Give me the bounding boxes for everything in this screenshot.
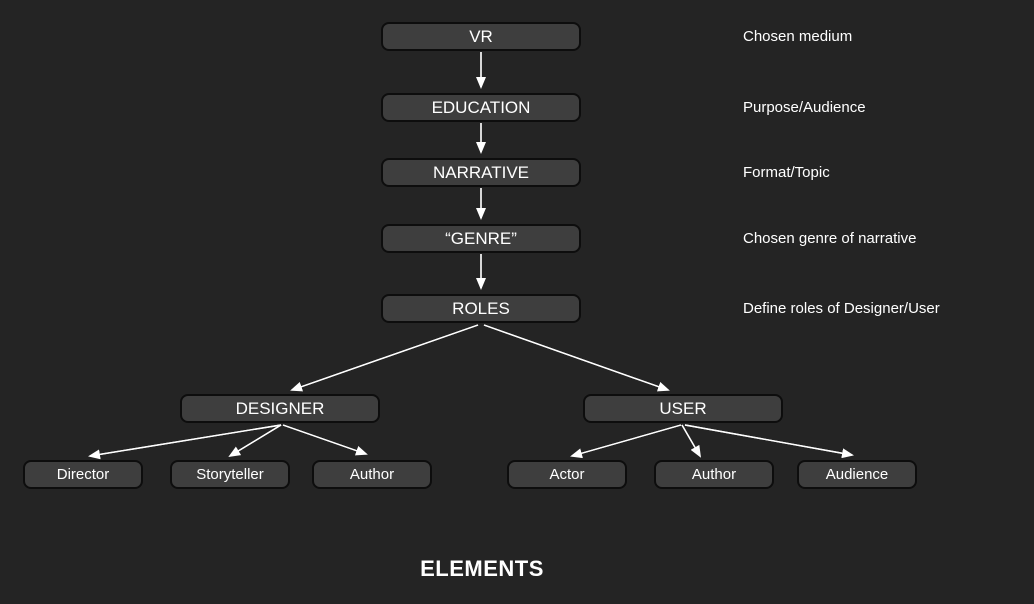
note-define-roles: Define roles of Designer/User	[743, 300, 940, 317]
node-author-user: Author	[654, 460, 774, 489]
arrowhead	[483, 324, 670, 392]
footer-title: ELEMENTS	[420, 556, 544, 581]
node-education: EDUCATION	[381, 93, 581, 122]
node-audience: Audience	[797, 460, 917, 489]
node-storyteller: Storyteller	[170, 460, 290, 489]
node-author-designer: Author	[312, 460, 432, 489]
arrow-designer-director	[89, 424, 282, 457]
arrowhead	[282, 424, 368, 456]
arrowhead	[88, 424, 282, 460]
node-actor: Actor	[507, 460, 627, 489]
arrowhead	[290, 324, 479, 392]
arrow-user-actor	[571, 424, 682, 457]
note-purpose-audience: Purpose/Audience	[743, 99, 866, 116]
arrow-user-audience	[684, 424, 853, 456]
node-director: Director	[23, 460, 143, 489]
node-designer: DESIGNER	[180, 394, 380, 423]
arrow-designer-storyteller	[229, 424, 282, 457]
note-chosen-medium: Chosen medium	[743, 28, 853, 45]
node-vr: VR	[381, 22, 581, 51]
arrow-designer-author	[282, 424, 367, 455]
arrow-roles-user	[483, 324, 669, 391]
node-genre: “GENRE”	[381, 224, 581, 253]
arrow-roles-designer	[291, 324, 479, 391]
arrow-user-author	[681, 424, 701, 457]
arrowhead	[570, 424, 682, 459]
node-narrative: NARRATIVE	[381, 158, 581, 187]
arrowhead	[684, 424, 854, 459]
arrowhead	[681, 424, 702, 458]
note-chosen-genre: Chosen genre of narrative	[743, 230, 917, 247]
note-format-topic: Format/Topic	[743, 164, 830, 181]
node-user: USER	[583, 394, 783, 423]
arrowhead	[228, 424, 282, 458]
node-roles: ROLES	[381, 294, 581, 323]
